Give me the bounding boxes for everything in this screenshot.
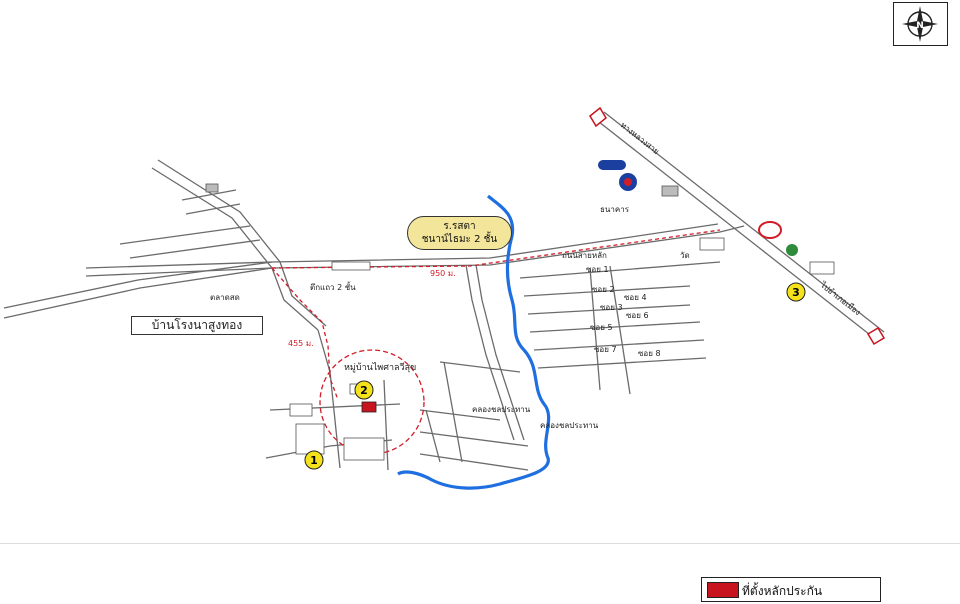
soi-grid-6 [537, 357, 707, 369]
label-soi-7: ซอย 7 [594, 345, 617, 354]
street-nw-1 [119, 225, 251, 245]
label-soi-6: ซอย 6 [626, 311, 649, 320]
gas-station-icon-inner [624, 178, 632, 186]
soi-grid-5 [533, 339, 705, 351]
property-marker [361, 401, 377, 413]
building-block [205, 183, 219, 193]
label-soi-8: ซอย 8 [638, 349, 661, 358]
label-distance-455: 455 ม. [288, 339, 314, 348]
building-block [331, 261, 371, 271]
street-nw-4 [185, 203, 241, 215]
soi-grid-3 [527, 304, 691, 315]
marker-3-circle [786, 282, 806, 302]
school-name-line1: ร.รสตา [443, 221, 476, 232]
highway-edge-2 [603, 111, 885, 333]
highway-edge-1 [593, 117, 875, 339]
label-village-housing: หมู่บ้านไพศาลวีสุข [344, 362, 416, 373]
south-grid-3 [419, 431, 529, 447]
label-road-north: ทางหลวงสาย [619, 120, 661, 156]
road-west-edge [3, 261, 273, 309]
marker-1: 1 [310, 454, 318, 467]
numbered-markers: 1 2 3 [304, 282, 806, 470]
soi-grid-4 [529, 321, 701, 333]
label-shop: ตึกแถว 2 ชั้น [310, 281, 356, 292]
label-soi-2: ซอย 2 [592, 285, 615, 294]
building-block [343, 437, 385, 461]
building-block [699, 237, 725, 251]
south-grid-4 [419, 453, 529, 471]
building-block [295, 423, 325, 455]
soi-grid-1 [519, 261, 721, 279]
village-road-4 [383, 379, 389, 471]
marker-2-circle [354, 380, 374, 400]
marker-2: 2 [360, 384, 368, 397]
village-road-3 [317, 329, 341, 469]
building-block [289, 403, 313, 417]
south-vert-1 [443, 361, 463, 463]
legend-property-label: ที่ตั้งหลักประกัน [742, 584, 823, 598]
label-distance-950: 950 ม. [430, 269, 456, 278]
school-badge: ร.รสตา ชนาน์ไธมะ 2 ชั้น [407, 216, 512, 250]
label-canal-2: คลองชลประทาน [540, 421, 599, 430]
highway [593, 111, 885, 339]
label-soi-3: ซอย 3 [600, 303, 623, 312]
soi-vert-2 [609, 265, 631, 395]
river [397, 194, 551, 490]
bank-sign-icon [758, 221, 782, 239]
compass-north-letter: N [916, 21, 924, 31]
label-community-road: ถนนสายหลัก [562, 251, 607, 260]
label-canal-1: คลองชลประทาน [472, 405, 531, 414]
legend-property-swatch [707, 582, 739, 598]
landmark-symbols [598, 160, 798, 256]
road-ne-spur [719, 225, 745, 233]
village-ban-rai-label: บ้านโรงนาสูงทอง [131, 316, 263, 335]
road-main-ew [85, 231, 721, 277]
road-nw [151, 167, 319, 331]
highway-arrow-south [866, 326, 886, 346]
road-ns-center [465, 264, 515, 441]
marker-1-circle [304, 450, 324, 470]
south-grid-1 [439, 361, 521, 373]
soi-grid-2 [523, 285, 691, 297]
label-soi-4: ซอย 4 [624, 293, 647, 302]
label-temple: วัด [680, 251, 690, 260]
marker-3: 3 [792, 286, 800, 299]
village-road-1 [269, 403, 401, 411]
legend: ที่ตั้งหลักประกัน [701, 577, 881, 602]
compass-icon: N [902, 6, 938, 42]
label-soi-5: ซอย 5 [590, 323, 613, 332]
label-soi-1: ซอย 1 [586, 265, 609, 274]
route-dashed [271, 229, 721, 401]
buildings [205, 183, 835, 461]
street-nw-3 [181, 189, 237, 201]
school-name-line2: ชนาน์ไธมะ 2 ชั้น [421, 234, 498, 245]
store-sign-icon [786, 244, 798, 256]
label-market: ตลาดสด [210, 293, 240, 302]
divider [0, 543, 960, 544]
compass: N [893, 2, 948, 46]
street-nw-2 [129, 239, 261, 259]
label-bank: ธนาคาร [600, 205, 630, 214]
south-vert-2 [425, 409, 441, 463]
road-network [3, 159, 745, 471]
highway-arrow-north [589, 106, 607, 128]
road-ns-center-edge [475, 264, 525, 441]
road-west [3, 267, 273, 319]
soi-vert-1 [589, 267, 601, 391]
road-main-ew-edge [85, 223, 719, 269]
building-block [661, 185, 679, 197]
building-block [809, 261, 835, 275]
shell-sign-icon [598, 160, 626, 170]
south-grid-2 [419, 409, 501, 421]
